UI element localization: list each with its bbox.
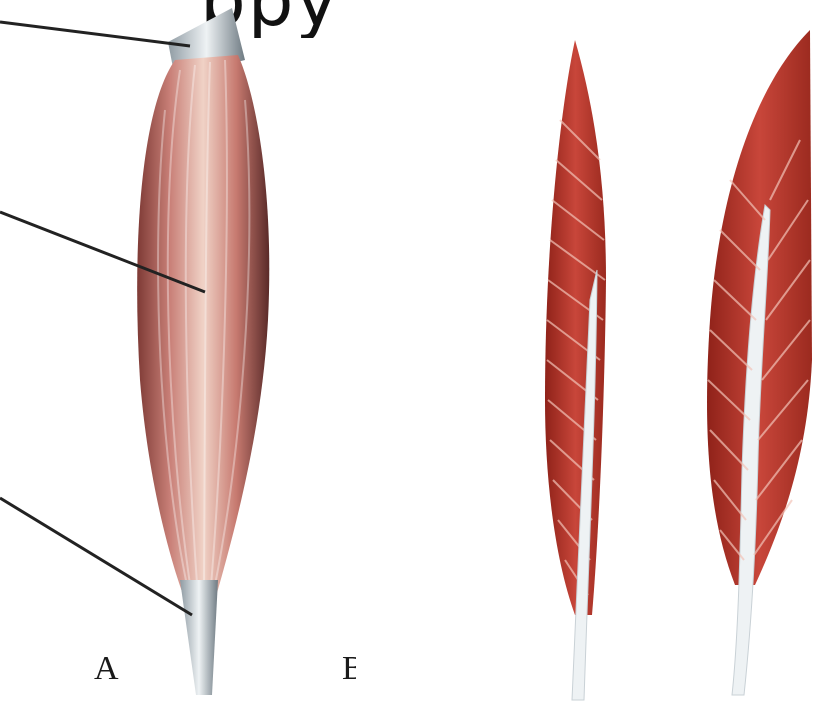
panel-label-a: A (94, 650, 119, 688)
unipennate-muscle (545, 40, 606, 700)
fusiform-bottom-tendon (180, 580, 218, 695)
bipennate-muscle (707, 30, 812, 695)
fusiform-belly (137, 55, 269, 600)
unipennate-belly (545, 40, 606, 615)
leader-line-tendon-top (0, 22, 190, 46)
panel-label-b: B (342, 650, 356, 688)
